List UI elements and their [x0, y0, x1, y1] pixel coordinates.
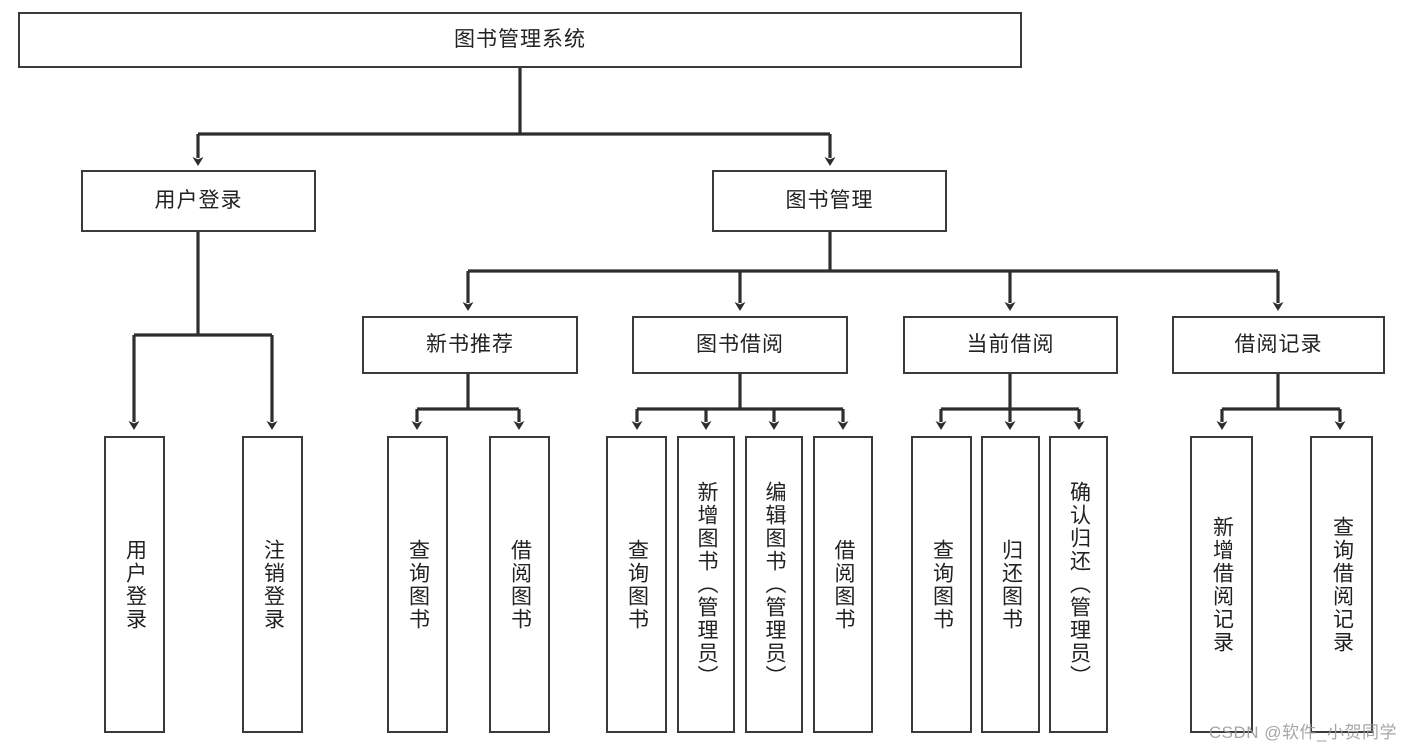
node-book-manage[interactable]: 图书管理 — [712, 170, 947, 232]
leaf-query-borrow-record-label: 查询借阅记录 — [1330, 515, 1354, 654]
leaf-query-book-1-label: 查询图书 — [406, 538, 430, 631]
leaf-query-borrow-record[interactable]: 查询借阅记录 — [1310, 436, 1373, 733]
leaf-borrow-book-2[interactable]: 借阅图书 — [813, 436, 873, 733]
leaf-confirm-return-label: 确认归还（管理员） — [1067, 481, 1091, 688]
csdn-watermark: CSDN @软件_小贺同学 — [1208, 723, 1397, 742]
leaf-user-login-label: 用户登录 — [123, 538, 147, 631]
leaf-borrow-book-1[interactable]: 借阅图书 — [489, 436, 550, 733]
node-book-borrow[interactable]: 图书借阅 — [632, 316, 848, 374]
leaf-borrow-book-2-label: 借阅图书 — [832, 538, 856, 631]
leaf-edit-book-label: 编辑图书（管理员） — [763, 481, 787, 688]
leaf-query-book-2[interactable]: 查询图书 — [606, 436, 667, 733]
leaf-edit-book[interactable]: 编辑图书（管理员） — [745, 436, 803, 733]
node-book-manage-label: 图书管理 — [785, 189, 874, 213]
leaf-add-borrow-record-label: 新增借阅记录 — [1210, 515, 1234, 654]
leaf-query-book-3-label: 查询图书 — [930, 538, 954, 631]
node-current-borrow[interactable]: 当前借阅 — [903, 316, 1118, 374]
node-root[interactable]: 图书管理系统 — [18, 12, 1022, 68]
node-current-borrow-label: 当前借阅 — [966, 333, 1055, 357]
leaf-query-book-1[interactable]: 查询图书 — [387, 436, 448, 733]
leaf-borrow-book-1-label: 借阅图书 — [508, 538, 532, 631]
leaf-query-book-2-label: 查询图书 — [625, 538, 649, 631]
node-root-label: 图书管理系统 — [454, 28, 586, 52]
leaf-user-login[interactable]: 用户登录 — [104, 436, 165, 733]
node-new-book-recommend-label: 新书推荐 — [426, 333, 514, 357]
leaf-return-book-label: 归还图书 — [999, 538, 1023, 631]
leaf-return-book[interactable]: 归还图书 — [981, 436, 1040, 733]
node-user-login-label: 用户登录 — [154, 189, 243, 213]
node-borrow-record-label: 借阅记录 — [1234, 333, 1323, 357]
node-user-login[interactable]: 用户登录 — [81, 170, 316, 232]
leaf-confirm-return[interactable]: 确认归还（管理员） — [1049, 436, 1108, 733]
node-new-book-recommend[interactable]: 新书推荐 — [362, 316, 578, 374]
leaf-query-book-3[interactable]: 查询图书 — [911, 436, 972, 733]
node-book-borrow-label: 图书借阅 — [696, 333, 784, 357]
leaf-logout-login[interactable]: 注销登录 — [242, 436, 303, 733]
leaf-logout-login-label: 注销登录 — [261, 538, 285, 631]
leaf-add-borrow-record[interactable]: 新增借阅记录 — [1190, 436, 1253, 733]
node-borrow-record[interactable]: 借阅记录 — [1172, 316, 1385, 374]
leaf-add-book-label: 新增图书（管理员） — [695, 481, 719, 688]
leaf-add-book[interactable]: 新增图书（管理员） — [677, 436, 735, 733]
